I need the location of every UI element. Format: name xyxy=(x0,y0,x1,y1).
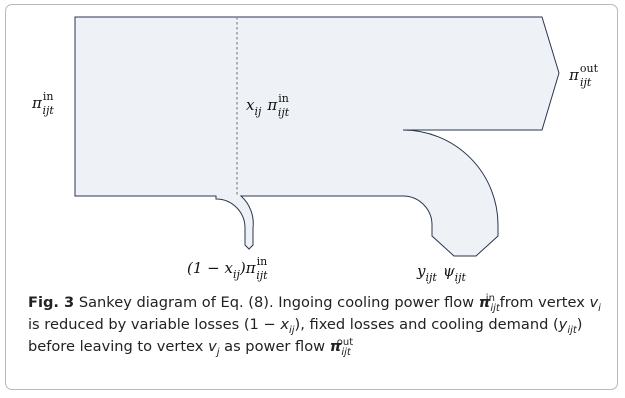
caption-text-5: demand ( xyxy=(488,316,559,333)
caption-text-2: from vertex xyxy=(499,294,585,311)
caption-fig-label: Fig. 3 xyxy=(28,294,75,311)
caption-text-4: ), fixed losses and cooling xyxy=(294,316,484,333)
caption-text-1: Sankey diagram of Eq. (8). Ingoing cooli… xyxy=(78,294,475,311)
caption-text-6: ) before leaving to vertex xyxy=(28,316,583,355)
flow-shape xyxy=(74,16,560,257)
figure-caption: Fig. 3 Sankey diagram of Eq. (8). Ingoin… xyxy=(28,293,601,358)
caption-text-7: as power flow xyxy=(224,338,326,355)
caption-text-3: is reduced by variable losses (1 − xyxy=(28,316,276,333)
